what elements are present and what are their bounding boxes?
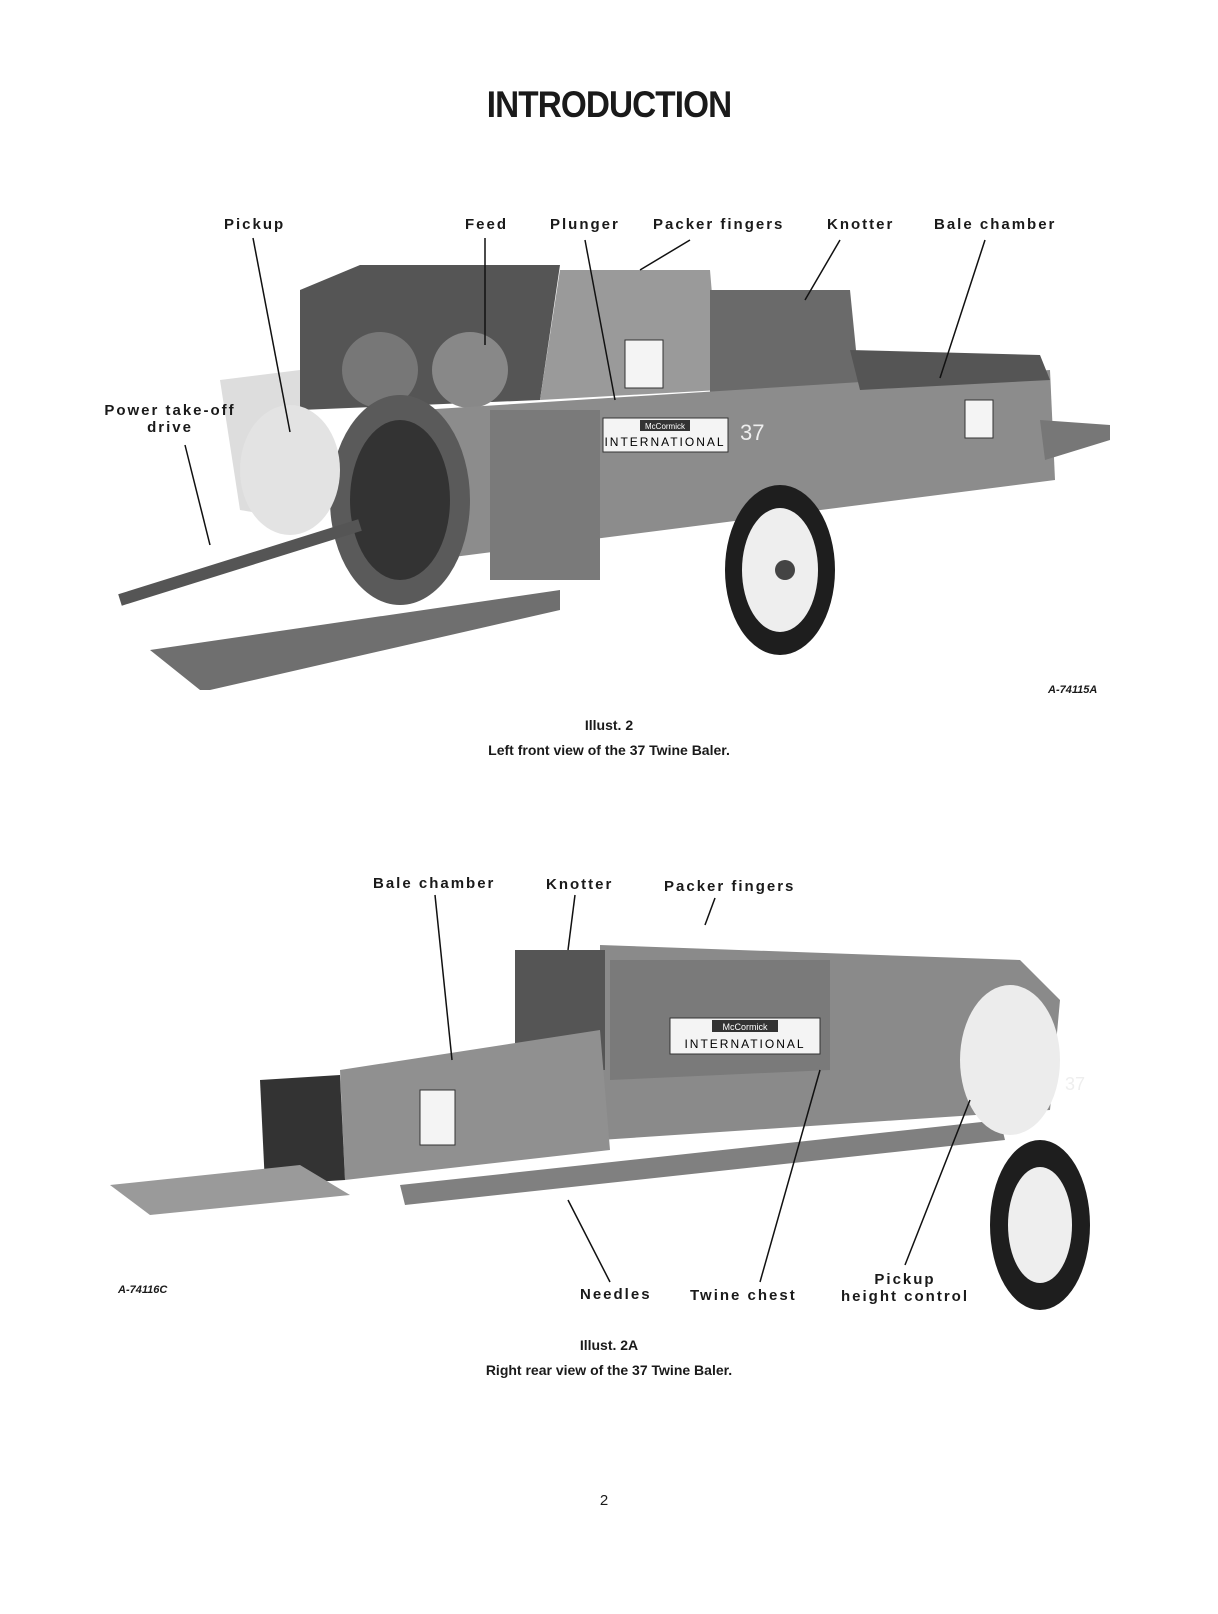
label-knotter: Knotter xyxy=(827,216,895,233)
decal-mccormick-2: McCormick xyxy=(723,1022,768,1032)
baler-1-illustration: McCormick INTERNATIONAL 37 xyxy=(118,265,1110,690)
label-pickup-line2: height control xyxy=(841,1288,969,1305)
label-packer-fingers-2: Packer fingers xyxy=(664,878,796,895)
label-knotter-2: Knotter xyxy=(546,876,614,893)
label-needles: Needles xyxy=(580,1286,652,1303)
label-packer-fingers: Packer fingers xyxy=(653,216,785,233)
decal-mccormick: McCormick xyxy=(645,422,686,431)
decal-international: INTERNATIONAL xyxy=(604,435,725,449)
label-feed: Feed xyxy=(465,216,509,233)
model-number-decal-2: 37 xyxy=(1065,1074,1085,1094)
illust-number-2: Illust. 2A xyxy=(579,1337,639,1353)
label-pickup-height-control: Pickup height control xyxy=(830,1271,980,1305)
caption-1: Left front view of the 37 Twine Baler. xyxy=(488,742,730,758)
label-twine-chest: Twine chest xyxy=(690,1287,797,1304)
label-bale-chamber: Bale chamber xyxy=(934,216,1057,233)
photo-code-2: A-74116C xyxy=(118,1284,168,1296)
decal-international-2: INTERNATIONAL xyxy=(684,1037,805,1051)
caption-2: Right rear view of the 37 Twine Baler. xyxy=(485,1362,733,1378)
page-number: 2 xyxy=(599,1492,609,1509)
illust-number-1: Illust. 2 xyxy=(584,717,634,733)
page-title: INTRODUCTION xyxy=(486,84,732,125)
label-pickup-line1: Pickup xyxy=(874,1271,936,1288)
label-pto-drive: Power take-off drive xyxy=(90,402,250,436)
leader-lines-fig2 xyxy=(434,894,971,1283)
baler-2-illustration: McCormick INTERNATIONAL 37 xyxy=(110,945,1090,1310)
label-pickup: Pickup xyxy=(224,216,286,233)
leader-lines-fig1 xyxy=(184,237,986,546)
label-pto-line2: drive xyxy=(147,419,193,436)
label-plunger: Plunger xyxy=(550,216,620,233)
label-bale-chamber-2: Bale chamber xyxy=(373,875,496,892)
model-number-decal: 37 xyxy=(740,420,764,445)
photo-code-1: A-74115A xyxy=(1048,684,1098,696)
label-pto-line1: Power take-off xyxy=(104,402,236,419)
